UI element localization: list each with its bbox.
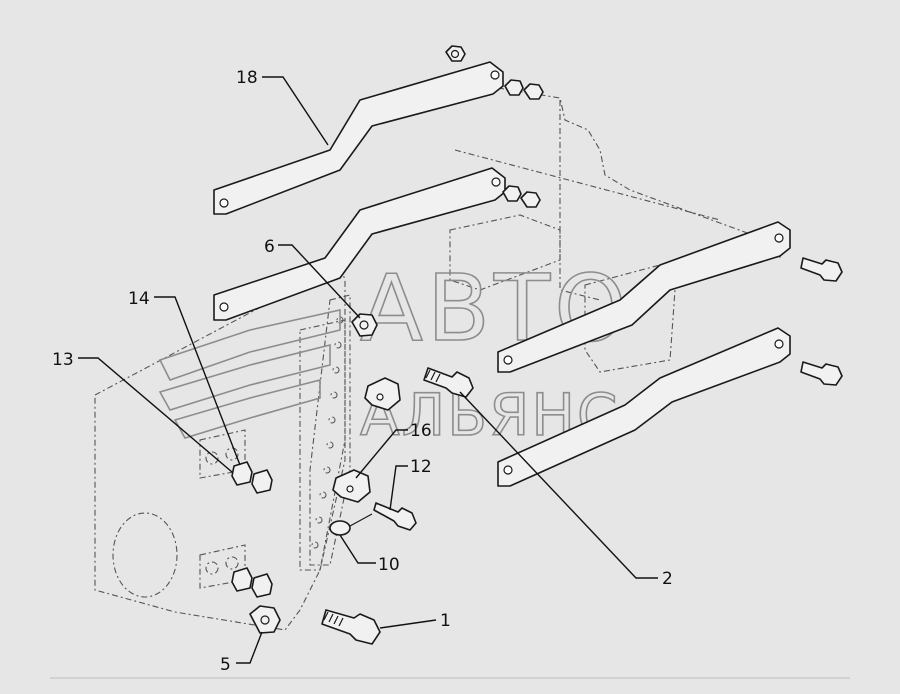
clevis-upper[interactable] [364,377,401,411]
watermark-line1: АВТО [360,255,631,362]
rear-mounting-frame [449,87,781,373]
nut-6[interactable] [351,313,378,337]
callout-10: 10 [378,555,400,575]
callout-6: 6 [264,237,275,257]
top-nut-b[interactable] [504,79,544,100]
right-upper-bar[interactable] [497,221,791,373]
bushing-pair-lower[interactable] [231,567,273,598]
callout-2: 2 [662,569,673,589]
right-lower-bar[interactable] [497,327,791,487]
clevis-16[interactable] [332,469,371,503]
callout-12: 12 [410,457,432,477]
lower-link-bar[interactable] [213,167,506,321]
nut-5[interactable] [249,605,281,634]
callout-14: 14 [128,289,150,309]
callout-18: 18 [236,68,258,88]
top-nut-a[interactable] [445,45,466,62]
bushing-14[interactable] [251,469,273,494]
callout-5: 5 [220,655,231,675]
bolt-1[interactable] [321,609,381,645]
callout-1: 1 [440,611,451,631]
callout-13: 13 [52,350,74,370]
vertical-adjust-bar [309,294,351,566]
bolt-2[interactable] [423,367,474,398]
bushing-13[interactable] [231,461,253,486]
leader-lines [78,76,658,664]
callout-16: 16 [410,421,432,441]
bolt-right-lower[interactable] [800,361,843,386]
pin-12[interactable] [373,502,417,531]
mid-nut-pair[interactable] [502,185,541,208]
upper-link-bar[interactable] [213,61,504,215]
callout-labels: 18 6 14 13 16 12 10 2 1 5 [52,68,673,675]
bolt-right-upper[interactable] [800,257,843,282]
ring-10[interactable] [329,513,373,536]
